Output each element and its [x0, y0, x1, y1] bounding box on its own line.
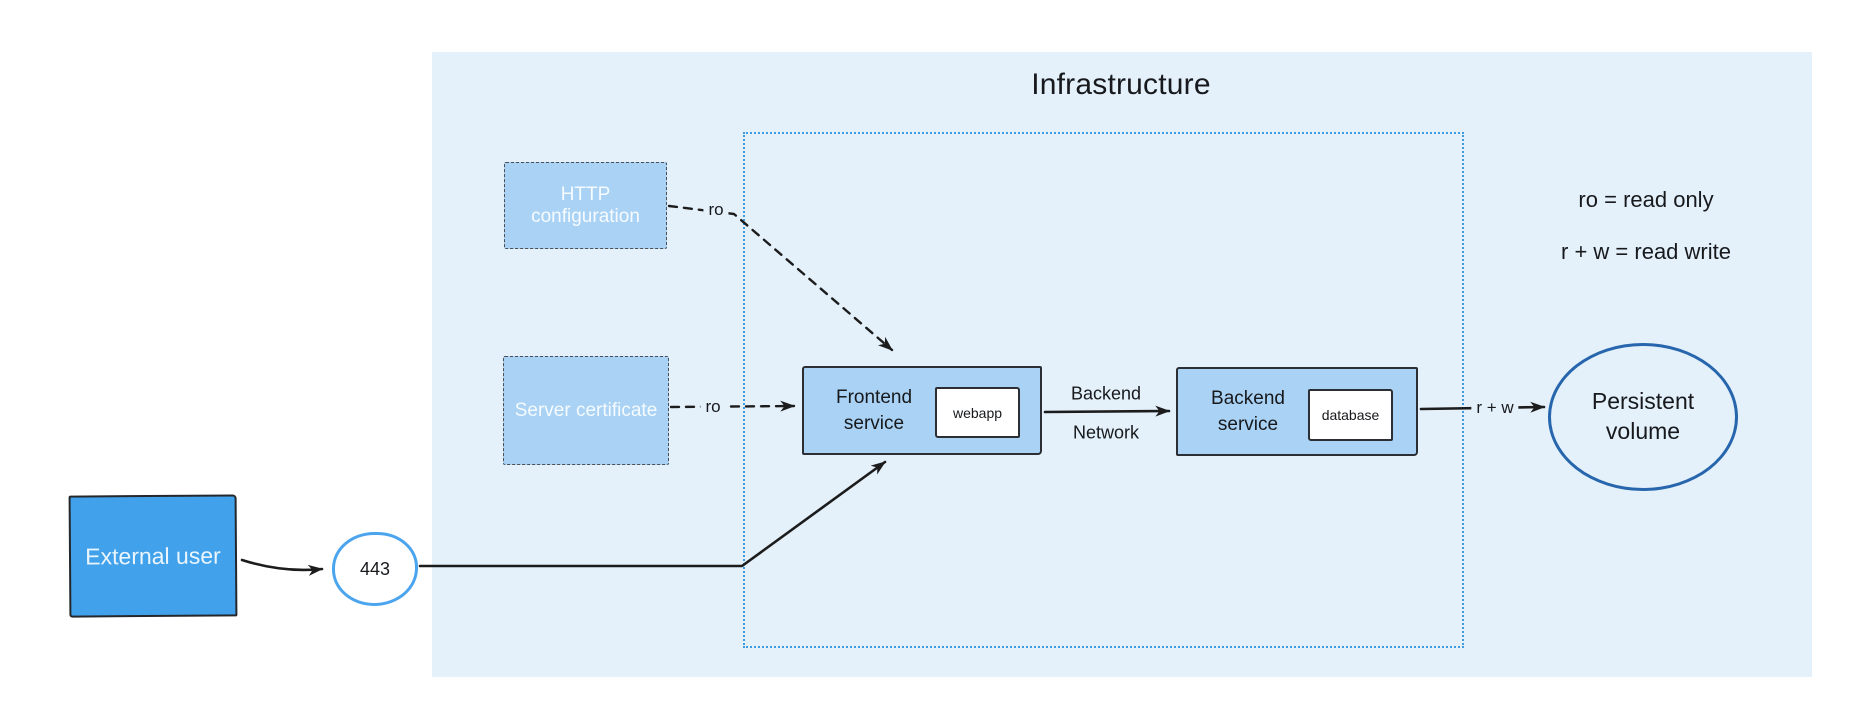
- legend-read-write: r + w = read write: [1561, 239, 1731, 264]
- http-configuration-label: HTTP configuration: [531, 183, 640, 227]
- diagram-title: Infrastructure: [1031, 68, 1211, 101]
- server-certificate-label: Server certificate: [514, 399, 658, 421]
- persistent-volume-label: Persistent volume: [1591, 388, 1695, 444]
- persistent-volume-node: Persistent volume: [1548, 343, 1738, 491]
- edge-label-ro-http: ro: [703, 199, 729, 221]
- arrow-external-user-to-port: [240, 558, 324, 576]
- edge-label-backend-network-line1: Backend: [1070, 383, 1142, 404]
- database-node: database: [1308, 389, 1393, 441]
- edge-label-rw: r + w: [1471, 397, 1519, 419]
- webapp-label: webapp: [952, 404, 1003, 421]
- server-certificate-node: Server certificate: [503, 356, 669, 465]
- port-443-label: 443: [359, 558, 391, 579]
- external-user-label: External user: [85, 542, 221, 569]
- database-label: database: [1321, 407, 1380, 423]
- external-user-node: External user: [68, 494, 238, 618]
- network-boundary: [743, 132, 1464, 648]
- legend-read-only: ro = read only: [1578, 187, 1714, 212]
- http-configuration-node: HTTP configuration: [504, 162, 667, 249]
- frontend-service-label: Frontend service: [835, 386, 913, 434]
- edge-label-backend-network-line2: Network: [1072, 422, 1140, 443]
- edge-label-ro-cert: ro: [700, 396, 726, 418]
- backend-service-node: Backend service: [1176, 367, 1418, 456]
- port-443-node: 443: [332, 532, 418, 606]
- webapp-node: webapp: [935, 387, 1020, 438]
- backend-service-label: Backend service: [1211, 387, 1285, 435]
